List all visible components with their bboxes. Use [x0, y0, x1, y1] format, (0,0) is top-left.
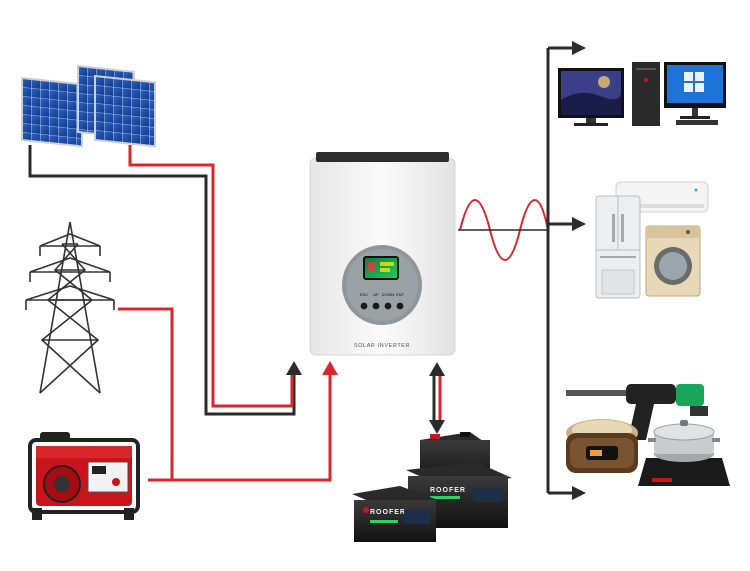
arrow-load-middle-icon	[572, 217, 586, 231]
grid-wire	[118, 307, 330, 482]
wiring	[28, 46, 574, 495]
arrow-grid-icon	[322, 361, 338, 375]
inverter-button-label-esc: ESC	[360, 292, 368, 297]
drill-icon	[566, 384, 708, 440]
battery-arrow-up-icon	[429, 362, 445, 376]
washing-machine-icon	[645, 225, 701, 297]
solar-wire-positive	[128, 145, 294, 408]
generator-icon	[28, 432, 140, 520]
inverter-button-label-down: DOWN	[382, 292, 395, 297]
inverter-label: SOLAR INVERTER	[354, 343, 410, 349]
battery-front: ROOFER	[352, 486, 438, 542]
fridge-icon	[595, 195, 641, 299]
computer-icon	[632, 62, 726, 126]
arrow-solar-icon	[286, 361, 302, 375]
rice-cooker-icon	[566, 419, 638, 473]
inverter-button-ent	[396, 302, 404, 310]
generator-wire	[148, 370, 332, 482]
induction-cooker-icon	[638, 420, 730, 486]
arrow-load-bottom-icon	[572, 486, 586, 500]
inverter-button-esc	[360, 302, 368, 310]
battery-arrow-down-icon	[429, 420, 445, 434]
inverter-button-down	[384, 302, 392, 310]
arrow-heads	[286, 41, 586, 500]
inverter-button-label-up: UP	[373, 292, 379, 297]
inverter-icon: ESC UP DOWN ENT SOLAR INVERTER	[309, 152, 456, 356]
battery-brand-right: ROOFER	[430, 487, 466, 494]
solar-wire-negative	[28, 145, 296, 416]
power-tower-icon	[25, 221, 115, 394]
arrow-load-top-icon	[572, 41, 586, 55]
battery-icon: ROOFER ROOFER	[352, 432, 512, 542]
battery-brand-front: ROOFER	[370, 509, 406, 516]
tv-icon	[558, 68, 624, 126]
ac-output-sine	[459, 199, 549, 261]
inverter-button-up	[372, 302, 380, 310]
inverter-buttons: ESC UP DOWN ENT	[360, 292, 405, 310]
inverter-button-label-ent: ENT	[396, 292, 405, 297]
solar-panel-icon	[21, 64, 156, 148]
